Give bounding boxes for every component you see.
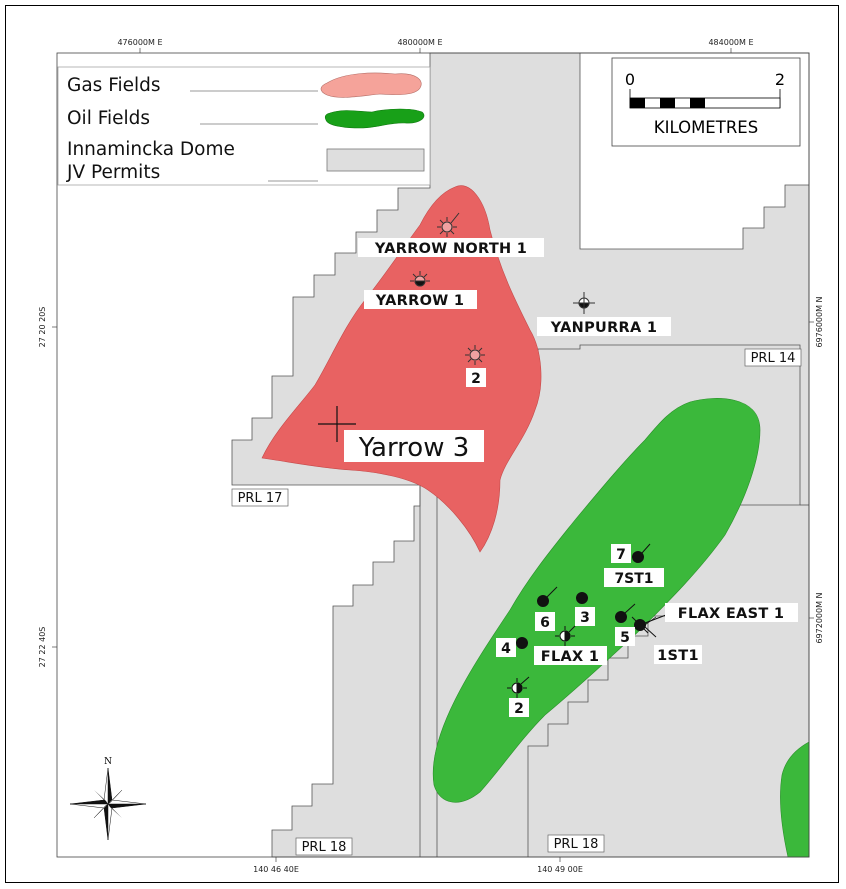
svg-text:3: 3 (580, 610, 590, 626)
well-label: YANPURRA 1 (537, 317, 671, 336)
legend-permit-swatch (326, 148, 425, 172)
oil-well-icon (631, 614, 667, 638)
grid-label-right: 6972000M N (815, 592, 824, 643)
svg-text:N: N (104, 757, 112, 767)
well-label: 1ST1 (654, 645, 702, 664)
gas-well-icon (465, 345, 485, 365)
well-label: 2 (466, 368, 486, 387)
oil-well-icon (537, 586, 558, 607)
permit-label: PRL 18 (547, 834, 605, 853)
grid-label-right: 6976000M N (815, 296, 824, 347)
location-crosshair-icon (318, 406, 356, 442)
permit-label: PRL 14 (744, 348, 802, 367)
svg-text:Yarrow 3: Yarrow 3 (358, 433, 470, 463)
svg-text:FLAX EAST 1: FLAX EAST 1 (678, 606, 785, 622)
well-label: YARROW NORTH 1 (358, 238, 544, 257)
svg-text:4: 4 (501, 641, 511, 657)
svg-text:PRL 17: PRL 17 (238, 491, 283, 506)
svg-text:YARROW 1: YARROW 1 (375, 293, 465, 309)
well-label: 5 (615, 627, 635, 646)
oil-well-icon (576, 592, 588, 604)
gas-well-icon (437, 212, 460, 237)
grid-label-left: 27 22 40S (38, 627, 47, 668)
svg-text:2: 2 (514, 701, 524, 717)
svg-text:7: 7 (616, 547, 626, 563)
grid-ticks (52, 48, 814, 862)
scale-max: 2 (775, 70, 785, 89)
grid-label-left: 27 20 20S (38, 307, 47, 348)
scale-unit: KILOMETRES (654, 118, 758, 137)
well-label: 7 (611, 544, 631, 563)
svg-text:1ST1: 1ST1 (657, 648, 699, 664)
legend: Gas Fields Oil Fields Innamincka Dome JV… (57, 66, 431, 186)
svg-text:5: 5 (620, 630, 630, 646)
grid-label-top: 480000M E (397, 38, 442, 47)
svg-text:YANPURRA 1: YANPURRA 1 (550, 320, 658, 336)
scale-bar: 0 2 KILOMETRES (611, 57, 801, 147)
oil-well-icon (555, 625, 576, 646)
well-label: 7ST1 (604, 568, 664, 587)
well-label: 4 (496, 638, 516, 657)
oil-well-icon (615, 603, 636, 623)
map-border (56, 52, 810, 858)
permit-label: PRL 18 (295, 837, 353, 856)
svg-text:YARROW NORTH 1: YARROW NORTH 1 (374, 241, 527, 257)
well-label: YARROW 1 (364, 290, 477, 309)
svg-text:PRL 18: PRL 18 (554, 837, 599, 852)
oil-well-icon (516, 637, 528, 649)
legend-permit-label: JV Permits (66, 162, 160, 183)
grid-label-top: 484000M E (708, 38, 753, 47)
svg-text:2: 2 (471, 371, 481, 387)
well-label: 2 (509, 698, 529, 717)
permit-label: PRL 17 (231, 488, 289, 507)
oil-well-icon (507, 676, 530, 698)
legend-oil-label: Oil Fields (67, 108, 150, 129)
grid-label-top: 476000M E (117, 38, 162, 47)
oil-well-icon (632, 543, 651, 563)
grid-label-bottom: 140 46 40E (253, 865, 299, 874)
dry-well-icon (573, 292, 595, 314)
well-label: 3 (575, 607, 595, 626)
well-label: FLAX 1 (534, 646, 607, 665)
well-label: FLAX EAST 1 (665, 603, 798, 622)
legend-gas-swatch (320, 72, 422, 98)
svg-text:PRL 18: PRL 18 (302, 840, 347, 855)
svg-text:7ST1: 7ST1 (614, 571, 653, 587)
gas-well-icon (410, 271, 430, 287)
legend-oil-swatch (324, 108, 425, 129)
well-label: 6 (535, 612, 555, 631)
svg-text:6: 6 (540, 615, 550, 631)
legend-permit-label: Innamincka Dome (67, 139, 235, 160)
grid-label-bottom: 140 49 00E (537, 865, 583, 874)
legend-gas-label: Gas Fields (67, 75, 161, 96)
svg-text:FLAX 1: FLAX 1 (541, 649, 599, 665)
svg-text:PRL 14: PRL 14 (751, 351, 796, 366)
well-label-large: Yarrow 3 (344, 430, 484, 463)
oil-field-east (780, 741, 810, 858)
scale-min: 0 (625, 70, 635, 89)
north-arrow-icon: N (69, 757, 147, 841)
